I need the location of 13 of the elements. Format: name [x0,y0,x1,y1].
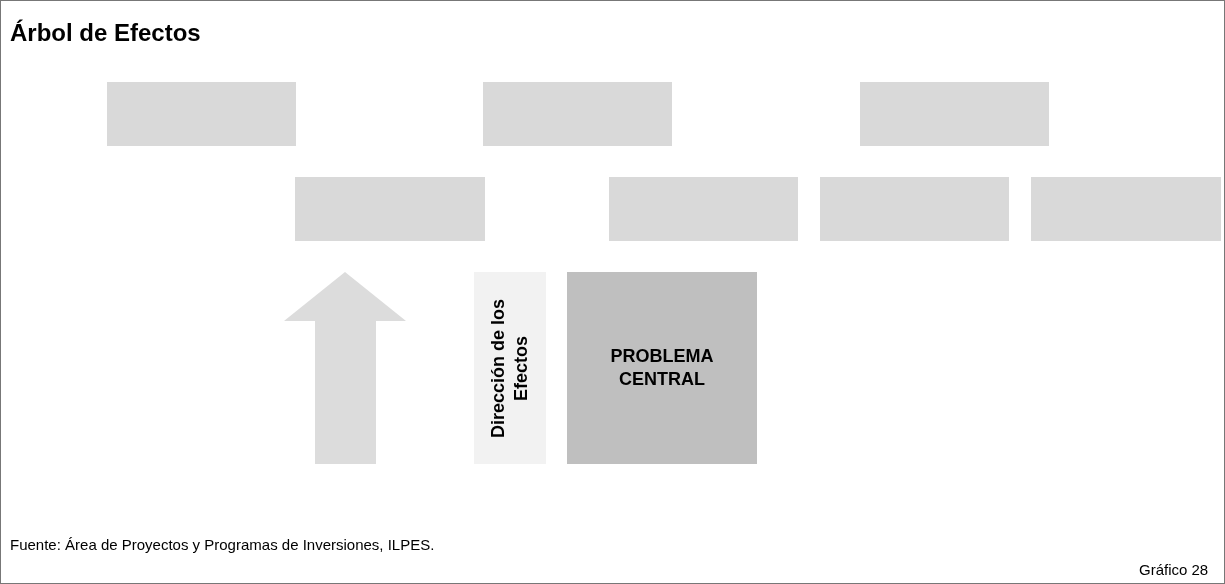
figure-number: Gráfico 28 [1139,561,1209,578]
diagram-title: Árbol de Efectos [10,19,201,47]
empty-box [295,177,485,241]
empty-box [860,82,1049,146]
box-text: PROBLEMA CENTRAL [609,344,715,391]
empty-box [483,82,672,146]
source-note: Fuente: Área de Proyectos y Programas de Inversiones, ILPES. [10,536,435,553]
rotated-label: Dirección de los Efectos [486,297,532,440]
empty-box [609,177,798,241]
empty-box [820,177,1009,241]
empty-box [107,82,296,146]
problem-box [567,272,757,464]
empty-box [1031,177,1221,241]
